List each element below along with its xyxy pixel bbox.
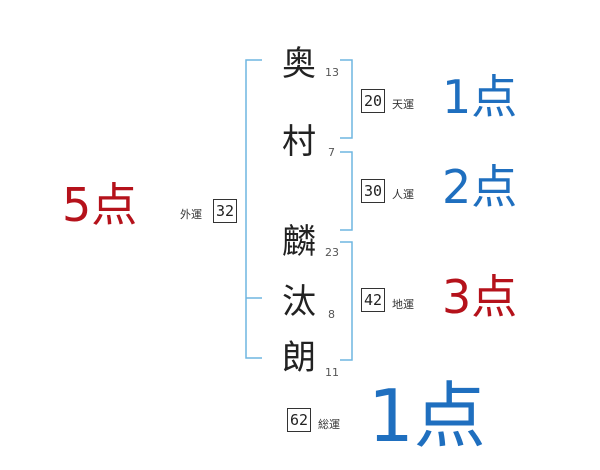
jinun-value-box: 30	[361, 179, 385, 203]
name-char-2: 村	[282, 122, 316, 162]
souun-value-box: 62	[287, 408, 311, 432]
tenun-score: 1点	[442, 70, 518, 124]
tenun-label: 天運	[392, 98, 414, 111]
stroke-count-3: 23	[325, 246, 339, 259]
stroke-count-2: 7	[328, 146, 335, 159]
chiun-score: 3点	[442, 270, 518, 324]
chiun-bracket	[340, 241, 353, 361]
tenun-bracket	[340, 59, 353, 139]
gaiun-value-box: 32	[213, 199, 237, 223]
souun-label: 総運	[318, 418, 340, 431]
jinun-score: 2点	[442, 160, 518, 214]
stroke-count-1: 13	[325, 66, 339, 79]
name-char-5: 朗	[282, 338, 316, 378]
name-char-3: 麟	[282, 222, 316, 262]
chiun-value-box: 42	[361, 288, 385, 312]
gaiun-label: 外運	[180, 208, 202, 221]
chiun-label: 地運	[392, 298, 414, 311]
gaiun-score: 5点	[62, 178, 138, 232]
tenun-value-box: 20	[361, 89, 385, 113]
souun-score: 1点	[368, 374, 486, 458]
jinun-bracket	[340, 151, 353, 231]
stroke-count-4: 8	[328, 308, 335, 321]
name-char-4: 汰	[282, 282, 316, 322]
stroke-count-5: 11	[325, 366, 339, 379]
jinun-label: 人運	[392, 188, 414, 201]
outer-bracket	[245, 59, 262, 359]
name-char-1: 奥	[282, 44, 316, 84]
